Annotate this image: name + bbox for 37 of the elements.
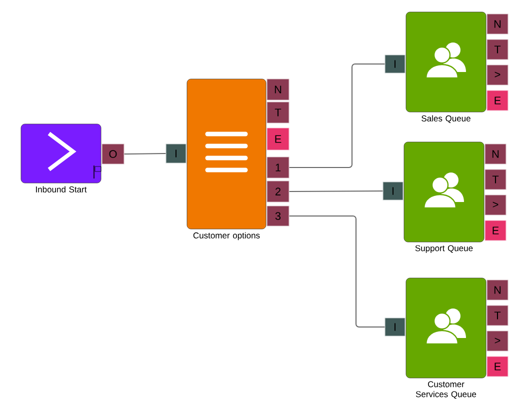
port-box: I bbox=[384, 54, 406, 74]
port-box: E bbox=[486, 356, 508, 377]
node-label: Sales Queue bbox=[422, 115, 470, 123]
port-box: 2 bbox=[266, 180, 290, 202]
port-box: N bbox=[266, 78, 290, 100]
connector bbox=[288, 190, 384, 192]
menu-block bbox=[186, 78, 266, 240]
node-label: Customer Services Queue bbox=[416, 381, 476, 399]
port-box: > bbox=[486, 64, 508, 86]
port-box: O bbox=[102, 144, 124, 164]
queue-block bbox=[406, 12, 486, 123]
start-block bbox=[20, 124, 102, 192]
connector bbox=[124, 153, 166, 154]
port-box: N bbox=[486, 280, 508, 300]
queue-block bbox=[406, 278, 486, 399]
port-box: I bbox=[384, 318, 406, 336]
node-label: Customer options bbox=[193, 232, 260, 240]
port-box: E bbox=[266, 128, 290, 150]
node-label: Inbound Start bbox=[36, 186, 87, 192]
port-box: > bbox=[486, 330, 508, 352]
connector bbox=[288, 216, 386, 328]
port-box: T bbox=[486, 305, 508, 326]
port-box: T bbox=[266, 102, 290, 124]
connector bbox=[288, 64, 386, 168]
port-box: I bbox=[382, 182, 404, 200]
port-box: N bbox=[484, 144, 506, 164]
queue-block bbox=[404, 142, 484, 253]
port-box: N bbox=[486, 14, 508, 34]
port-box: 3 bbox=[266, 206, 290, 226]
port-box: 1 bbox=[266, 156, 290, 178]
port-box: > bbox=[484, 194, 506, 216]
node-label: Support Queue bbox=[415, 245, 473, 253]
port-box: T bbox=[486, 39, 508, 60]
port-box: I bbox=[166, 144, 186, 164]
port-box: E bbox=[484, 220, 506, 241]
port-box: E bbox=[486, 90, 508, 111]
port-box: T bbox=[484, 169, 506, 190]
